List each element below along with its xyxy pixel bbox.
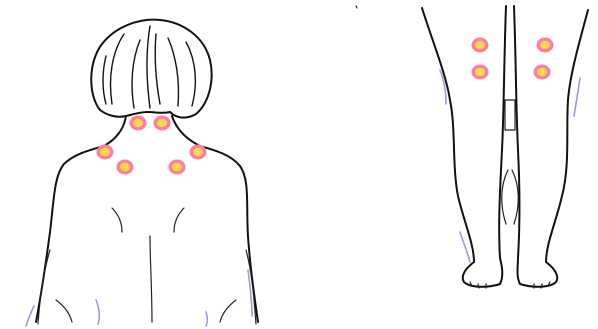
pressure-point-thigh-right-upper — [537, 38, 554, 53]
shade-stroke — [206, 312, 208, 326]
leg-left-outer — [422, 8, 474, 262]
pressure-points — [97, 38, 554, 175]
upper-back-figure — [26, 20, 258, 326]
pressure-point-neck-left — [130, 116, 147, 131]
hair-bottom — [100, 110, 170, 117]
pressure-point-center — [120, 163, 130, 171]
pressure-point-center — [157, 119, 167, 127]
shoulder-blade-left — [112, 208, 122, 232]
shoulder-blade-right — [174, 208, 184, 232]
pressure-point-shoulder-left-upper — [97, 145, 114, 160]
back-of-legs-figure — [356, 6, 588, 288]
pressure-point-thigh-right-lower — [534, 65, 551, 80]
pressure-point-shoulder-left-lower — [117, 160, 134, 175]
arm-left — [38, 250, 50, 324]
hair-strand — [155, 34, 160, 104]
shade-stroke — [96, 300, 99, 324]
spine — [150, 236, 152, 322]
pressure-point-center — [100, 148, 110, 156]
hair-strand — [186, 42, 195, 106]
hair-strand — [111, 34, 125, 104]
pressure-point-center — [133, 119, 143, 127]
neck-right — [172, 116, 200, 146]
pressure-point-center — [475, 41, 485, 49]
knee-detail — [505, 100, 515, 130]
calf-line — [512, 170, 518, 224]
pressure-point-center — [193, 148, 203, 156]
neck-left — [104, 116, 126, 146]
pressure-point-thigh-left-lower — [472, 65, 489, 80]
pressure-point-thigh-left-upper — [472, 38, 489, 53]
head-outline — [91, 20, 211, 118]
foot-left — [463, 258, 503, 287]
waist-fold — [56, 300, 72, 322]
shade-stroke — [26, 306, 34, 326]
pressure-point-center — [475, 68, 485, 76]
hair-strand — [132, 40, 140, 108]
hair-strand — [168, 38, 179, 106]
hair-strand — [103, 56, 106, 104]
torso-left — [36, 146, 104, 322]
calf-line — [502, 170, 508, 224]
pressure-point-center — [540, 41, 550, 49]
pressure-point-neck-right — [154, 116, 171, 131]
pressure-point-center — [172, 163, 182, 171]
pressure-point-shoulder-right-upper — [190, 145, 207, 160]
foot-right — [518, 258, 558, 287]
shade-stroke — [574, 78, 580, 116]
torso-right — [200, 146, 258, 322]
hair-strand — [147, 26, 150, 108]
pressure-point-shoulder-right-lower — [169, 160, 186, 175]
waist-fold — [220, 300, 236, 322]
pressure-point-center — [537, 68, 547, 76]
stray-mark — [356, 6, 357, 8]
